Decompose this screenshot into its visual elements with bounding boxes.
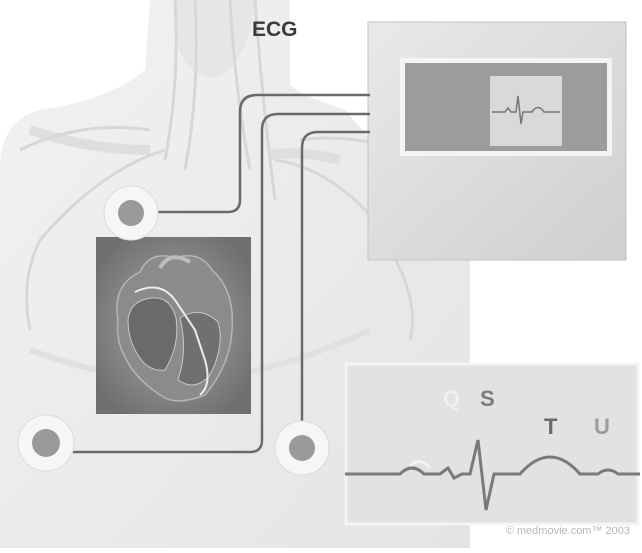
electrode-left-lower [275, 421, 329, 475]
ecg-monitor [368, 22, 626, 260]
page-title: ECG [252, 18, 298, 42]
heart [96, 237, 251, 414]
electrode-right-lower [18, 415, 74, 471]
monitor-trace-panel [490, 76, 562, 146]
wave-label-q: Q [443, 386, 460, 411]
wave-label-s: S [480, 386, 495, 411]
wave-label-t: T [544, 414, 558, 439]
electrode-chest [104, 186, 158, 240]
wave-label-u: U [594, 414, 610, 439]
copyright-credit: © medmovie.com™ 2003 [506, 525, 630, 537]
